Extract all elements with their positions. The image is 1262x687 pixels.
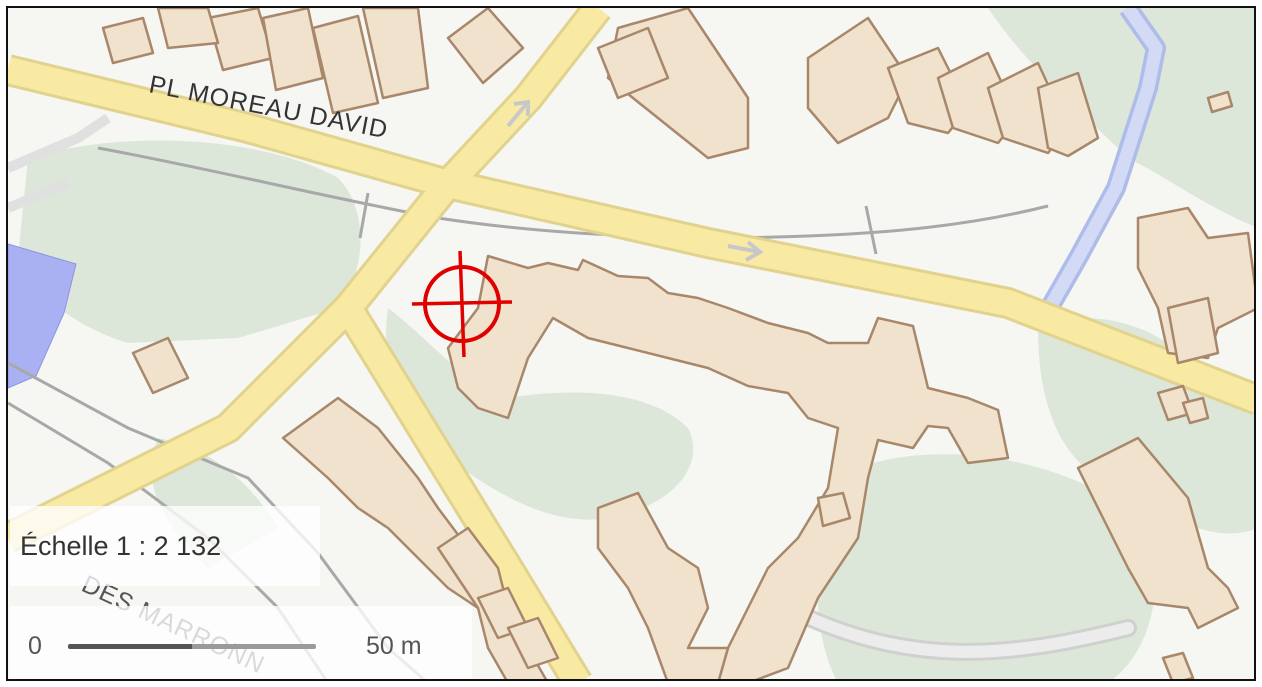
scale-bar-end: 50 m [366, 632, 422, 660]
scale-bar: 0 50 m [10, 606, 472, 679]
service-roads [8, 113, 111, 213]
map-frame[interactable]: PL MOREAU DAVID DES MARRONN Échelle 1 : … [6, 6, 1256, 681]
scale-bar-line [68, 644, 316, 649]
scale-label: Échelle 1 : 2 132 [20, 530, 222, 561]
crosshair-target-icon [411, 250, 513, 358]
scale-label-box: Échelle 1 : 2 132 [10, 506, 320, 586]
buildings [101, 8, 1254, 679]
major-roads [8, 8, 1254, 679]
oneway-arrows [506, 99, 764, 262]
map-canvas[interactable]: PL MOREAU DAVID DES MARRONN [8, 8, 1256, 681]
water-area [8, 243, 77, 389]
scale-bar-start: 0 [28, 632, 42, 660]
